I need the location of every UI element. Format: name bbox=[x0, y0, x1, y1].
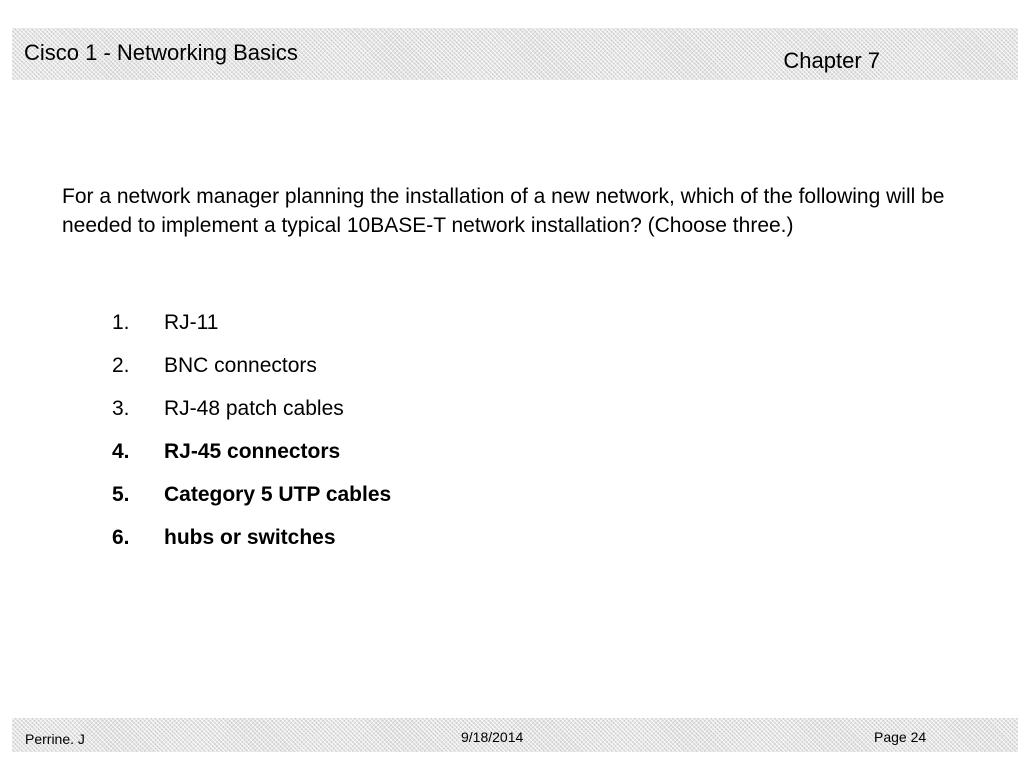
option-number: 4. bbox=[112, 440, 130, 463]
option-label: RJ-48 patch cables bbox=[164, 397, 344, 420]
answer-option: 4. RJ-45 connectors bbox=[112, 437, 391, 480]
option-label: Category 5 UTP cables bbox=[164, 483, 392, 506]
author-name: Perrine. J bbox=[25, 731, 85, 747]
option-number: 1. bbox=[112, 311, 130, 334]
slide-date: 9/18/2014 bbox=[461, 729, 524, 745]
option-number: 6. bbox=[112, 526, 130, 549]
answer-option: 6. hubs or switches bbox=[112, 523, 391, 566]
option-label: hubs or switches bbox=[164, 526, 336, 549]
footer-bar: Perrine. J 9/18/2014 Page 24 bbox=[12, 718, 1018, 752]
option-label: BNC connectors bbox=[164, 354, 317, 377]
answer-option: 5. Category 5 UTP cables bbox=[112, 480, 391, 523]
option-number: 3. bbox=[112, 397, 130, 420]
question-text: For a network manager planning the insta… bbox=[62, 185, 945, 237]
option-label: RJ-45 connectors bbox=[164, 440, 341, 463]
option-number: 5. bbox=[112, 483, 130, 506]
header-bar: Cisco 1 - Networking Basics Chapter 7 bbox=[12, 28, 1018, 80]
page-number: Page 24 bbox=[874, 729, 927, 745]
answer-options-list: 1. RJ-11 2. BNC connectors 3. RJ-48 patc… bbox=[112, 308, 391, 566]
answer-option: 1. RJ-11 bbox=[112, 308, 391, 351]
option-label: RJ-11 bbox=[164, 311, 219, 334]
course-title: Cisco 1 - Networking Basics bbox=[24, 40, 298, 65]
answer-option: 3. RJ-48 patch cables bbox=[112, 394, 391, 437]
option-number: 2. bbox=[112, 354, 130, 377]
chapter-label: Chapter 7 bbox=[783, 48, 880, 73]
answer-option: 2. BNC connectors bbox=[112, 351, 391, 394]
